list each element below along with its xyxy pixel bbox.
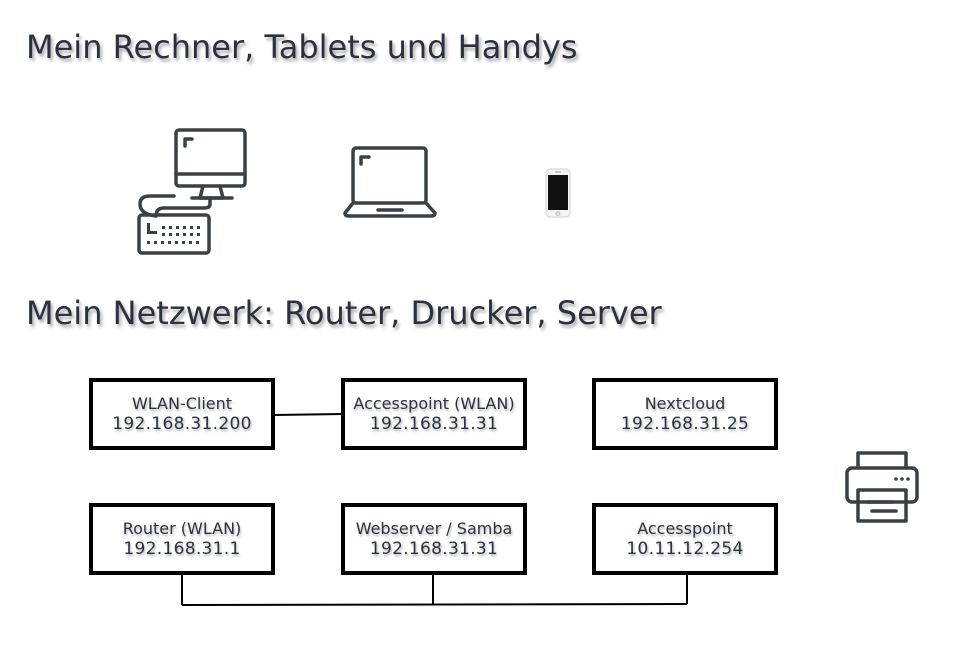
node-name: Webserver / Samba xyxy=(355,518,513,538)
node-router: Router (WLAN) 192.168.31.1 xyxy=(89,503,275,575)
node-name: Accesspoint (WLAN) xyxy=(353,393,515,413)
link-client-accesspoint xyxy=(273,413,344,416)
node-name: WLAN-Client xyxy=(131,393,233,413)
node-name: Accesspoint xyxy=(637,518,733,538)
network-heading: Mein Netzwerk: Router, Drucker, Server xyxy=(26,294,662,332)
node-ip: 192.168.31.1 xyxy=(123,538,241,559)
node-ip: 10.11.12.254 xyxy=(626,538,744,559)
node-nextcloud: Nextcloud 192.168.31.25 xyxy=(592,378,778,450)
devices-heading: Mein Rechner, Tablets und Handys xyxy=(26,28,578,66)
node-wlan-client: WLAN-Client 192.168.31.200 xyxy=(89,378,275,450)
node-accesspoint-wlan: Accesspoint (WLAN) 192.168.31.31 xyxy=(341,378,527,450)
node-ip: 192.168.31.200 xyxy=(112,413,252,434)
node-name: Router (WLAN) xyxy=(122,518,242,538)
node-ip: 192.168.31.31 xyxy=(369,413,499,434)
laptop-icon xyxy=(343,146,437,218)
node-webserver: Webserver / Samba 192.168.31.31 xyxy=(341,503,527,575)
printer-icon xyxy=(845,451,919,523)
smartphone-icon xyxy=(545,168,571,218)
node-name: Nextcloud xyxy=(644,393,726,413)
bus-line xyxy=(181,603,688,606)
node-ip: 192.168.31.31 xyxy=(369,538,499,559)
node-accesspoint: Accesspoint 10.11.12.254 xyxy=(592,503,778,575)
desktop-computer-icon xyxy=(137,128,247,255)
node-ip: 192.168.31.25 xyxy=(620,413,750,434)
